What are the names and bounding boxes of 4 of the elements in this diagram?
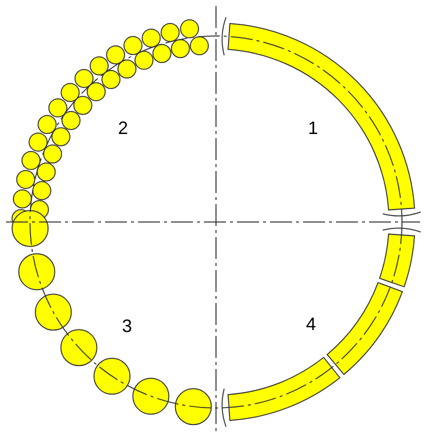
part-number: 2 (118, 118, 128, 138)
part-number: 3 (122, 316, 132, 336)
part-number: 1 (308, 118, 318, 138)
part-number: 4 (306, 314, 316, 334)
